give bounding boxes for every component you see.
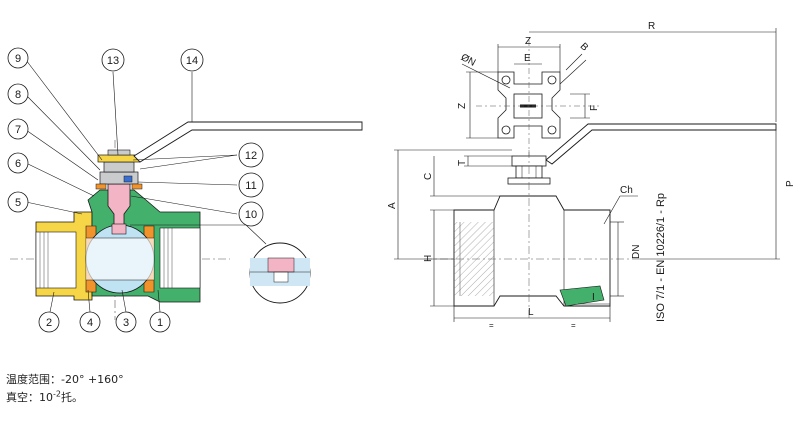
- callout-3: 3: [115, 311, 137, 333]
- dim-tick-left: =: [489, 321, 494, 330]
- sectional-view: 9 8 7 6 5 13 14 12 11 10 2 4 3 1: [7, 47, 363, 333]
- callout-2: 2: [38, 311, 60, 333]
- callout-4: 4: [79, 311, 101, 333]
- temperature-label: 温度范围：: [6, 373, 61, 386]
- callout-1: 1: [149, 311, 171, 333]
- dim-ch: Ch: [620, 185, 633, 196]
- dim-z-side: Z: [457, 103, 468, 109]
- dim-t: T: [457, 160, 468, 166]
- callout-13: 13: [101, 48, 125, 72]
- svg-text:6: 6: [15, 158, 21, 170]
- callout-14: 14: [180, 48, 204, 72]
- dim-h: H: [423, 255, 434, 262]
- detail-magnifier: [249, 242, 311, 304]
- callout-5: 5: [7, 191, 29, 213]
- dim-p: P: [785, 180, 796, 187]
- dim-tick-right: =: [571, 321, 576, 330]
- dim-on: ØN: [459, 52, 477, 69]
- vacuum-base: 10: [39, 391, 53, 404]
- callout-8: 8: [7, 83, 29, 105]
- callout-9: 9: [7, 47, 29, 69]
- callout-6: 6: [7, 152, 29, 174]
- vacuum-unit: 托。: [60, 391, 83, 404]
- svg-text:9: 9: [15, 53, 21, 65]
- svg-text:14: 14: [186, 55, 198, 67]
- callout-10: 10: [238, 201, 264, 227]
- svg-text:1: 1: [157, 317, 163, 329]
- dim-c: C: [423, 173, 434, 180]
- dim-z-top: Z: [525, 36, 531, 47]
- temperature-range: 温度范围：-20° +160°: [6, 371, 124, 387]
- callout-12: 12: [238, 142, 264, 168]
- callout-7: 7: [7, 118, 29, 140]
- vacuum-rating: 真空：10-2托。: [6, 389, 83, 405]
- handle-lever[interactable]: [133, 121, 363, 163]
- thread-standard: ISO 7/1 - EN 10226/1 - Rp: [655, 193, 667, 322]
- gland-nut: [99, 171, 139, 185]
- svg-text:11: 11: [245, 180, 256, 192]
- dim-l: L: [528, 307, 534, 318]
- dim-e: E: [524, 53, 531, 64]
- svg-text:10: 10: [245, 209, 257, 221]
- svg-text:3: 3: [123, 317, 129, 329]
- svg-text:4: 4: [87, 317, 93, 329]
- side-handle: [545, 123, 777, 165]
- vacuum-label: 真空：: [6, 391, 39, 404]
- dim-r: R: [648, 21, 655, 32]
- svg-text:12: 12: [245, 150, 257, 162]
- dim-f: F: [589, 105, 600, 111]
- temperature-value: -20° +160°: [61, 373, 124, 386]
- svg-text:8: 8: [15, 89, 21, 101]
- dim-dn: DN: [631, 245, 642, 259]
- vacuum-exponent: -2: [53, 389, 61, 399]
- dim-i: I: [592, 292, 595, 303]
- svg-text:13: 13: [107, 55, 119, 67]
- svg-text:2: 2: [46, 317, 52, 329]
- dim-b: B: [578, 41, 591, 54]
- svg-text:5: 5: [15, 197, 21, 209]
- dimensioned-view: R Z E B ØN Z F T C A H P DN Ch L I = = I…: [387, 21, 796, 330]
- callout-11: 11: [238, 172, 264, 198]
- svg-text:7: 7: [15, 124, 21, 136]
- dim-a: A: [387, 202, 398, 209]
